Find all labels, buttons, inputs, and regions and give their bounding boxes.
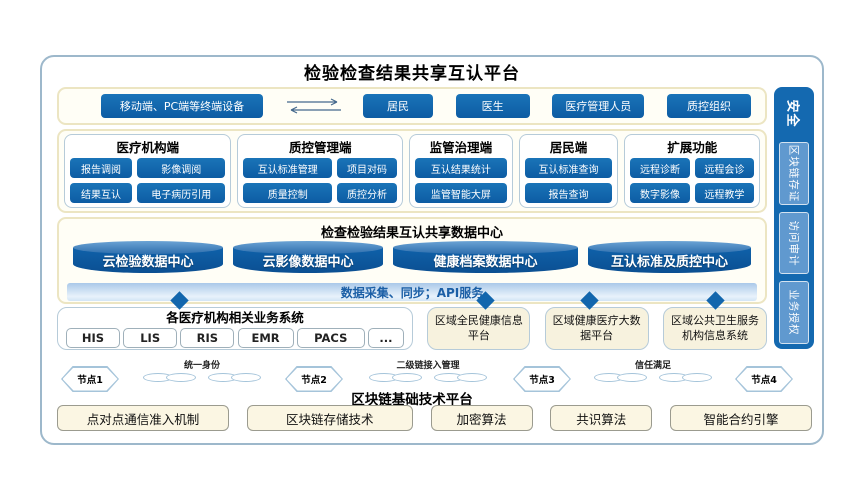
blockchain-tech-row: 点对点通信准入机制 区块链存储技术 加密算法 共识算法 智能合约引擎 [57, 405, 812, 431]
security-item-authorization: 业务授权 [779, 281, 809, 345]
group-supervision: 监管治理端 互认结果统计 监管智能大屏 [408, 134, 513, 208]
group-header: 扩展功能 [667, 140, 718, 155]
terminal-section: 移动端、PC端等终端设备 居民 医生 医疗管理人员 质控组织 [57, 87, 767, 125]
system-box-ris: RIS [180, 328, 235, 348]
chain-label: 二级链接入管理 [396, 361, 460, 371]
system-box-lis: LIS [123, 328, 178, 348]
data-center-cylinders: 云检验数据中心 云影像数据中心 健康档案数据中心 互认标准及质控中心 [59, 241, 765, 273]
regional-bigdata-platform-box: 区域健康医疗大数据平台 [544, 307, 649, 350]
user-box-resident: 居民 [363, 94, 433, 118]
group-header: 医疗机构端 [116, 140, 179, 155]
node-hexagon: 节点3 [513, 366, 571, 392]
chain-link-group: 统一身份 [123, 358, 281, 382]
hospital-systems-title: 各医疗机构相关业务系统 [166, 310, 304, 325]
database-cylinder: 云影像数据中心 [233, 241, 383, 273]
feature-box: 结果互认 [70, 183, 132, 203]
blockchain-nodes-row: 节点1 节点2 节点3 节点4 统一身份 二级链接入管理 信任满足 [57, 357, 812, 395]
bidirectional-arrow-icon [287, 98, 341, 114]
platform-frame: 检验检查结果共享互认平台 移动端、PC端等终端设备 居民 医生 医疗管理人员 质… [40, 55, 824, 445]
system-box-more: ... [367, 328, 404, 348]
feature-box: 电子病历引用 [137, 183, 226, 203]
security-item-evidence: 区块链存证 [779, 142, 809, 205]
user-box-qc-org: 质控组织 [666, 94, 751, 118]
page-title: 检验检查结果共享互认平台 [304, 64, 520, 84]
terminal-device-box: 移动端、PC端等终端设备 [101, 94, 263, 118]
tech-box-smart-contract: 智能合约引擎 [670, 405, 812, 431]
feature-box: 质控分析 [336, 183, 397, 203]
user-box-doctor: 医生 [455, 94, 530, 118]
group-medical-institution: 医疗机构端 报告调阅 影像调阅 结果互认 电子病历引用 [64, 134, 232, 208]
node-hexagon: 节点4 [735, 366, 793, 392]
feature-box: 互认结果统计 [414, 158, 507, 178]
public-health-systems-box: 区域公共卫生服务机构信息系统 [662, 307, 767, 350]
data-center-title: 检查检验结果互认共享数据中心 [320, 226, 503, 241]
hospital-systems-box: 各医疗机构相关业务系统 HIS LIS RIS EMR PACS ... [57, 307, 413, 350]
security-item-audit: 访问审计 [779, 211, 809, 275]
business-systems-section: 各医疗机构相关业务系统 HIS LIS RIS EMR PACS ... 区域全… [57, 307, 767, 350]
regional-health-info-platform-box: 区域全民健康信息平台 [427, 307, 531, 350]
system-box-his: HIS [66, 328, 120, 348]
feature-box: 影像调阅 [137, 158, 226, 178]
group-header: 居民端 [549, 140, 588, 155]
node-hexagon: 节点2 [285, 366, 343, 392]
group-qc-management: 质控管理端 互认标准管理 项目对码 质量控制 质控分析 [237, 134, 403, 208]
feature-box: 互认标准查询 [524, 158, 613, 178]
group-resident: 居民端 互认标准查询 报告查询 [518, 134, 619, 208]
chain-links-icon [143, 373, 261, 382]
blockchain-platform-title: 区块链基础技术平台 [351, 392, 473, 408]
data-center-section: 检查检验结果互认共享数据中心 云检验数据中心 云影像数据中心 健康档案数据中心 … [57, 217, 767, 304]
chain-links-icon [594, 373, 712, 382]
system-box-emr: EMR [237, 328, 294, 348]
feature-box: 报告调阅 [70, 158, 132, 178]
chain-link-group: 二级链接入管理 [347, 358, 509, 382]
tech-box-storage: 区块链存储技术 [246, 405, 413, 431]
feature-box: 远程教学 [694, 183, 754, 203]
feature-box: 质量控制 [243, 183, 332, 203]
api-service-band: 数据采集、同步；API服务 [67, 283, 757, 301]
chain-label: 信任满足 [634, 361, 671, 371]
chain-link-group: 信任满足 [575, 358, 731, 382]
tech-box-consensus: 共识算法 [550, 405, 653, 431]
user-box-manager: 医疗管理人员 [552, 94, 645, 118]
security-label: 安全 [784, 99, 800, 128]
group-extended-functions: 扩展功能 远程诊断 远程会诊 数字影像 远程教学 [624, 134, 760, 208]
chain-links-icon [369, 373, 487, 382]
feature-box: 监管智能大屏 [414, 183, 507, 203]
user-boxes: 居民 医生 医疗管理人员 质控组织 [363, 94, 751, 118]
system-box-pacs: PACS [296, 328, 365, 348]
tech-box-encryption: 加密算法 [430, 405, 533, 431]
database-cylinder: 互认标准及质控中心 [588, 241, 751, 273]
group-header: 质控管理端 [288, 140, 352, 155]
client-groups-section: 医疗机构端 报告调阅 影像调阅 结果互认 电子病历引用 质控管理端 互认标准管理… [57, 129, 767, 213]
database-cylinder: 健康档案数据中心 [393, 241, 578, 273]
feature-box: 远程会诊 [694, 158, 754, 178]
database-cylinder: 云检验数据中心 [73, 241, 223, 273]
feature-box: 数字影像 [630, 183, 690, 203]
feature-box: 项目对码 [336, 158, 397, 178]
chain-label: 统一身份 [183, 361, 220, 371]
feature-box: 互认标准管理 [243, 158, 332, 178]
node-hexagon: 节点1 [61, 366, 119, 392]
feature-box: 报告查询 [524, 183, 613, 203]
group-header: 监管治理端 [429, 140, 493, 155]
tech-box-p2p: 点对点通信准入机制 [57, 405, 229, 431]
security-sidebar: 安全 区块链存证 访问审计 业务授权 [774, 87, 814, 349]
feature-box: 远程诊断 [630, 158, 690, 178]
